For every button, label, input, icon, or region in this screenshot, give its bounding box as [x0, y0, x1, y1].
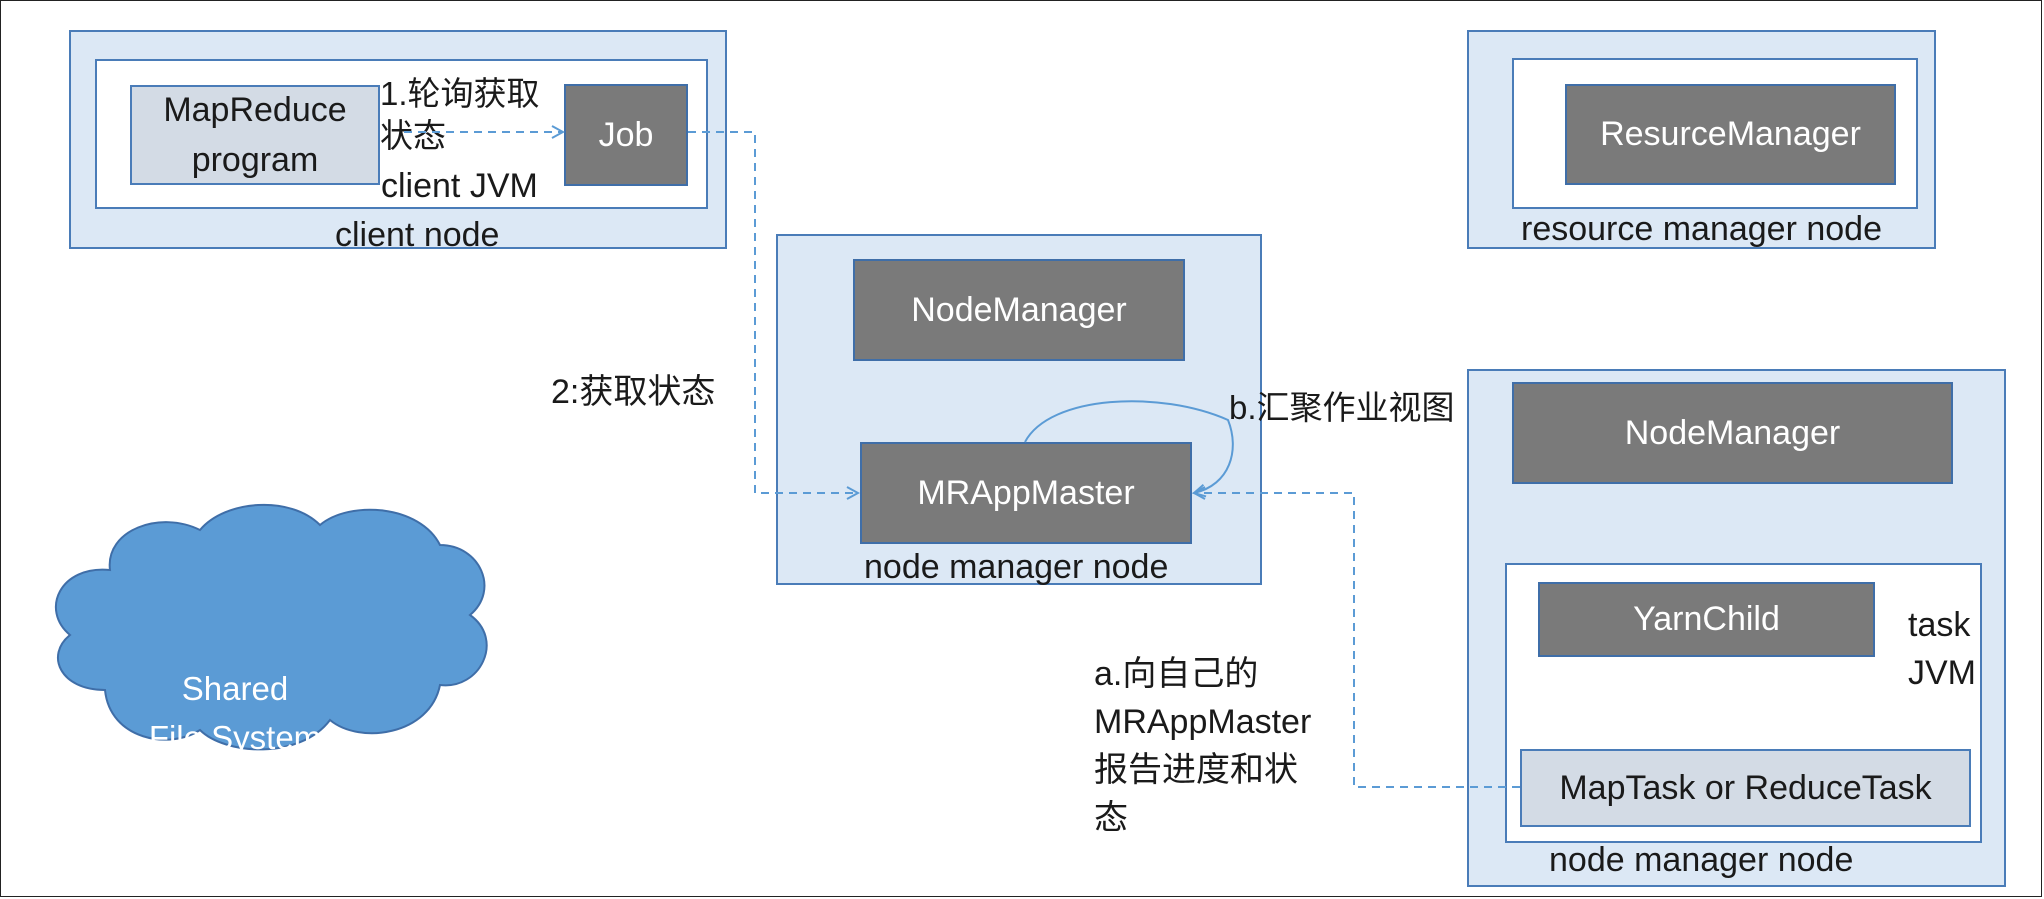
client-node-label: client node — [335, 216, 500, 254]
node-manager-label: NodeManager — [911, 290, 1127, 329]
shared-file-system-label: Shared File System (e.g. HDFS) — [146, 670, 324, 805]
aggregate-loop-arrow — [1024, 400, 1234, 493]
get-status-label: 2:获取状态 — [551, 373, 716, 411]
yarnchild-box: YarnChild — [1538, 582, 1875, 657]
node-manager-node-label-1: node manager node — [864, 548, 1169, 586]
shared-file-system-cloud — [54, 503, 488, 751]
poll-status-label: 1.轮询获取 状态 — [380, 75, 540, 154]
job-box: Job — [564, 84, 688, 186]
node-manager-label-2: NodeManager — [1624, 413, 1841, 452]
resource-manager-label: ResurceManager — [1600, 115, 1861, 153]
mapreduce-program-label: MapReduce program — [163, 91, 347, 179]
node-manager-node-label-2: node manager node — [1549, 841, 1854, 879]
node-manager-box-2: NodeManager — [1512, 382, 1953, 484]
client-jvm-label: client JVM — [381, 167, 538, 205]
maptask-label: MapTask or ReduceTask — [1559, 769, 1932, 807]
mrappmaster-box: MRAppMaster — [860, 442, 1192, 544]
aggregate-view-label: b.汇聚作业视图 — [1229, 389, 1455, 426]
report-progress-label: a.向自己的 MRAppMaster 报告进度和状 态 — [1094, 655, 1312, 837]
maptask-box: MapTask or ReduceTask — [1520, 749, 1971, 827]
task-jvm-label: task JVM — [1908, 606, 1976, 692]
resource-manager-box: ResurceManager — [1565, 84, 1896, 185]
yarnchild-label: YarnChild — [1633, 600, 1780, 638]
job-label: Job — [598, 115, 654, 154]
report-arrow — [1194, 493, 1520, 788]
resource-manager-node-label: resource manager node — [1521, 210, 1883, 248]
get-status-arrow — [688, 131, 858, 493]
node-manager-box: NodeManager — [853, 259, 1185, 361]
mapreduce-program-box: MapReduce program — [130, 85, 380, 185]
mrappmaster-label: MRAppMaster — [917, 473, 1135, 512]
